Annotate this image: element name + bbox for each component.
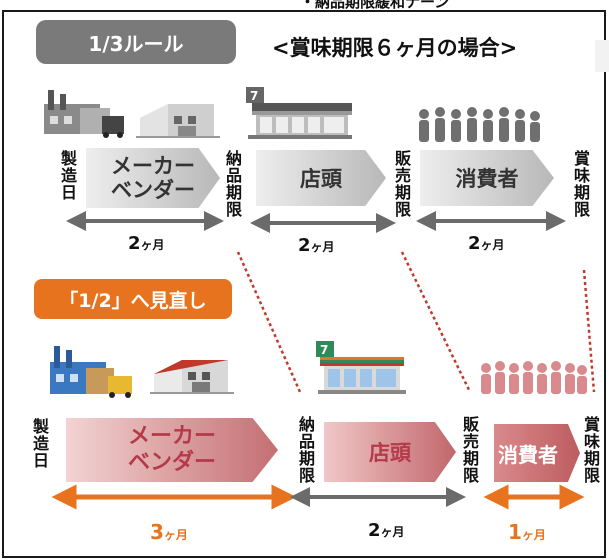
stage-arrow-maker-vendor-revised: メーカーベンダー (66, 418, 278, 482)
stage-label-vendor-revised: ベンダー (127, 450, 216, 475)
stage-label-store: 店頭 (300, 167, 342, 191)
duration-bottom-store: 2ヶ月 (368, 520, 405, 541)
diagram-frame (2, 10, 606, 558)
cropped-decoration (595, 40, 609, 72)
label-best-before-revised: 賞味期限 (583, 415, 600, 485)
crowd-icon (414, 106, 544, 146)
duration-top-store: 2ヶ月 (298, 235, 335, 256)
label-sales-deadline-revised: 販売期限 (462, 415, 479, 485)
rule-badge-one-third: 1/3ルール (36, 20, 236, 64)
crowd-icon-color (478, 360, 588, 396)
factory-icon-color (46, 342, 138, 398)
duration-bottom-consumer: 1ヶ月 (508, 520, 546, 544)
svg-text:7: 7 (320, 343, 328, 357)
diagram-heading: <賞味期限６ヶ月の場合> (272, 36, 518, 60)
svg-text:7: 7 (250, 89, 258, 103)
label-best-before: 賞味期限 (573, 149, 590, 219)
stage-arrow-consumer: 消費者 (420, 150, 554, 206)
factory-icon (40, 86, 130, 138)
stage-label-consumer-revised: 消費者 (498, 442, 558, 467)
duration-top-consumer: 2ヶ月 (468, 233, 505, 254)
dotted-connector-delivery (236, 251, 302, 393)
convenience-store-icon: 7 (244, 87, 356, 142)
stage-label-vendor: ベンダー (111, 178, 195, 202)
dotted-connector-best-before (582, 269, 596, 393)
duration-bottom-maker: 3ヶ月 (150, 520, 188, 544)
page-caption: ・納品期限緩和ナーン (300, 0, 450, 11)
label-manufacture-date-revised: 製造日 (32, 417, 49, 470)
label-delivery-deadline: 納品期限 (225, 149, 242, 219)
stage-label-maker: メーカー (111, 154, 195, 178)
dotted-connector-sales (400, 251, 472, 393)
convenience-store-icon-color: 7 (314, 341, 408, 397)
warehouse-icon (134, 100, 222, 140)
stage-arrow-store: 店頭 (256, 150, 386, 206)
stage-arrow-maker-vendor: メーカーベンダー (86, 148, 220, 208)
label-manufacture-date: 製造日 (60, 149, 77, 202)
stage-label-store-revised: 店頭 (369, 441, 411, 465)
warehouse-icon-color (148, 356, 236, 396)
label-sales-deadline: 販売期限 (394, 149, 411, 219)
label-delivery-deadline-revised: 納品期限 (298, 415, 315, 485)
stage-arrow-consumer-revised: 消費者 (494, 424, 580, 482)
stage-label-consumer: 消費者 (455, 167, 519, 191)
stage-label-maker-revised: メーカー (127, 424, 216, 449)
stage-arrow-store-revised: 店頭 (324, 422, 456, 482)
revised-rule-badge: 「1/2」へ見直し (34, 279, 232, 319)
duration-top-maker: 2ヶ月 (128, 233, 165, 254)
